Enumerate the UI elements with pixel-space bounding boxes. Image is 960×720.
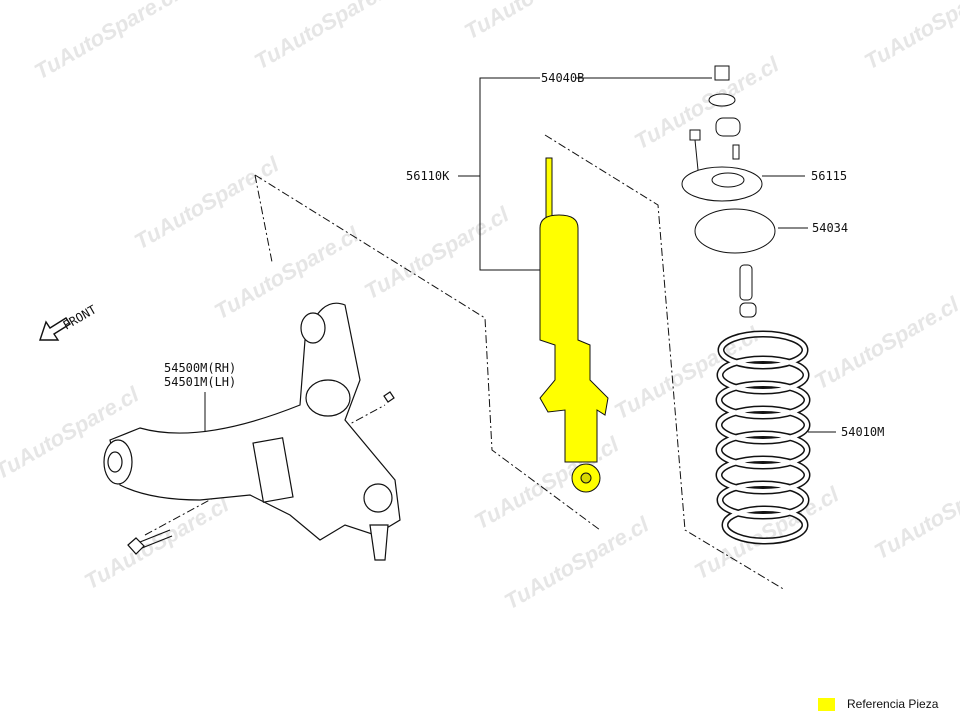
svg-text:TuAutoSpare.cl: TuAutoSpare.cl <box>870 461 960 564</box>
bolt <box>127 529 173 555</box>
part-label-56110K[interactable]: 56110K <box>406 169 450 183</box>
part-label-54501M[interactable]: 54501M(LH) <box>164 375 236 389</box>
part-label-56115[interactable]: 56115 <box>811 169 847 183</box>
svg-text:TuAutoSpare.cl: TuAutoSpare.cl <box>80 491 234 594</box>
svg-text:TuAutoSpare.cl: TuAutoSpare.cl <box>250 0 404 74</box>
front-arrow-icon <box>39 317 71 341</box>
svg-text:TuAutoSpare.cl: TuAutoSpare.cl <box>360 201 514 304</box>
legend-swatch <box>818 697 835 711</box>
svg-text:TuAutoSpare.cl: TuAutoSpare.cl <box>860 0 960 74</box>
svg-text:TuAutoSpare.cl: TuAutoSpare.cl <box>630 51 784 154</box>
part-label-54500M[interactable]: 54500M(RH) <box>164 361 236 375</box>
lower-arm <box>103 302 401 561</box>
legend: Referencia Pieza <box>818 697 938 711</box>
svg-text:TuAutoSpare.cl: TuAutoSpare.cl <box>810 291 960 394</box>
shock-absorber[interactable] <box>539 157 609 493</box>
svg-text:TuAutoSpare.cl: TuAutoSpare.cl <box>500 511 654 614</box>
spring-seat <box>694 208 776 254</box>
front-label: FRONT <box>61 302 99 332</box>
bump-stop <box>739 264 753 301</box>
part-label-54040B[interactable]: 54040B <box>541 71 584 85</box>
nut-icon <box>714 65 730 81</box>
part-label-54010M[interactable]: 54010M <box>841 425 884 439</box>
stud-nut <box>689 129 701 141</box>
svg-text:TuAutoSpare.cl: TuAutoSpare.cl <box>470 431 624 534</box>
svg-text:TuAutoSpare.cl: TuAutoSpare.cl <box>460 0 614 44</box>
svg-text:TuAutoSpare.cl: TuAutoSpare.cl <box>690 481 844 584</box>
svg-text:TuAutoSpare.cl: TuAutoSpare.cl <box>30 0 184 84</box>
strut-mount-parts <box>681 65 776 318</box>
legend-label: Referencia Pieza <box>847 697 939 711</box>
washer <box>708 93 736 107</box>
bumper <box>715 117 741 137</box>
part-label-54034[interactable]: 54034 <box>812 221 848 235</box>
